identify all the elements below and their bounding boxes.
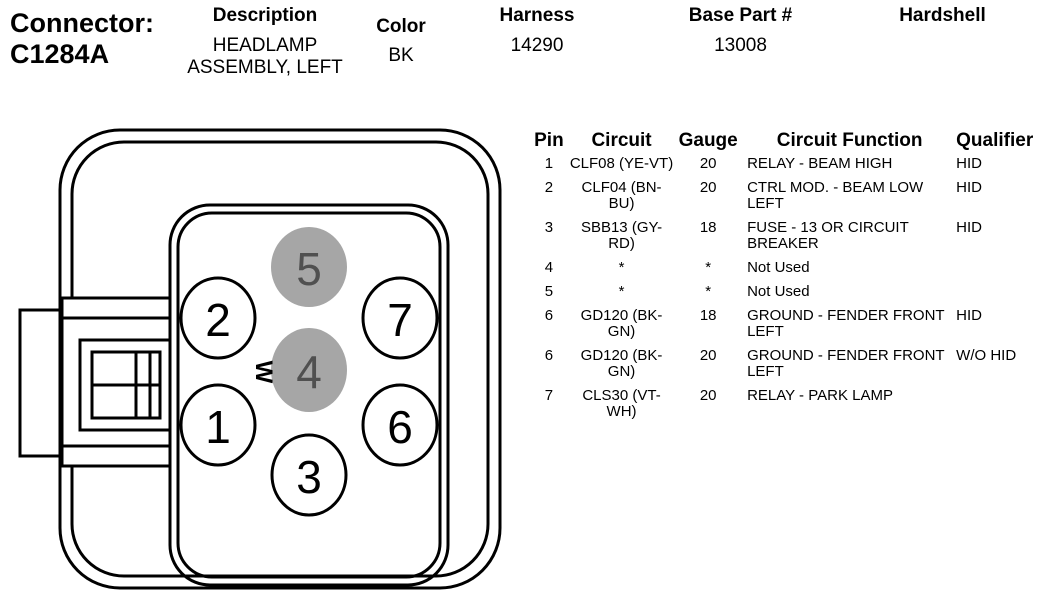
table-row: 7 CLS30 (VT-WH) 20 RELAY - PARK LAMP [528,388,1046,428]
cell-circuit: CLS30 (VT-WH) [582,387,661,420]
cell-qualifier: HID [956,179,982,196]
cell-pin: 6 [544,347,554,364]
cell-pin: 6 [544,307,554,324]
pin-6-label: 6 [387,401,413,453]
cell-pin: 1 [544,155,554,172]
connector-label: Connector: [10,8,154,38]
pin-3-label: 3 [296,451,322,503]
key-mark: W [250,361,277,384]
column-header-gauge: Gauge [678,130,738,151]
cell-qualifier: HID [956,155,982,172]
description-value: HEADLAMP ASSEMBLY, LEFT [187,35,343,78]
cell-gauge: 20 [699,179,717,196]
cell-circuit: * [618,259,625,276]
connector-face-diagram: 5 4 2 7 1 6 3 W [18,128,502,590]
connector-title: Connector: C1284A [10,8,154,70]
connector-housing [18,128,502,590]
cell-qualifier [956,260,1046,284]
pin-5-cavity: 5 [271,227,347,307]
cell-circuit: CLF08 (YE-VT) [569,155,674,172]
cell-pin: 3 [544,219,554,236]
cell-circuit: GD120 (BK-GN) [580,307,663,340]
cell-qualifier [956,284,1046,308]
base-part-header: Base Part # [688,5,793,26]
cell-circuit: SBB13 (GY-RD) [580,219,663,252]
table-row: 6 GD120 (BK-GN) 20 GROUND - FENDER FRONT… [528,348,1046,388]
cell-pin: 7 [544,387,554,404]
table-row: 5 * * Not Used [528,284,1046,308]
cell-function: FUSE - 13 OR CIRCUIT BREAKER [747,219,909,252]
pin-3-cavity: 3 [270,433,348,517]
cell-function: CTRL MOD. - BEAM LOW LEFT [747,179,924,212]
cell-function: RELAY - PARK LAMP [747,387,893,404]
pin-4-label: 4 [296,346,322,398]
cell-pin: 2 [544,179,554,196]
pinout-table: Pin Circuit Gauge Circuit Function Quali… [528,130,1046,428]
cell-pin: 5 [544,283,554,300]
cell-pin: 4 [544,259,554,276]
cell-qualifier [956,388,1046,428]
cell-function: GROUND - FENDER FRONT LEFT [747,307,945,340]
cell-gauge: 20 [699,347,717,364]
hardshell-header: Hardshell [899,5,986,26]
cell-function: Not Used [747,283,810,300]
cell-circuit: * [618,283,625,300]
cell-gauge: 20 [699,155,717,172]
pin-1-cavity: 1 [179,383,257,467]
column-header-circuit-function: Circuit Function [776,130,923,151]
cell-gauge: 18 [699,219,717,236]
cell-gauge: 20 [699,387,717,404]
table-row: 4 * * Not Used [528,260,1046,284]
harness-value: 14290 [510,35,564,56]
table-row: 6 GD120 (BK-GN) 18 GROUND - FENDER FRONT… [528,308,1046,348]
pin-2-label: 2 [205,294,231,346]
pinout-table-header: Pin Circuit Gauge Circuit Function Quali… [528,130,1046,156]
description-header: Description [212,5,318,26]
color-header: Color [376,16,426,37]
table-row: 3 SBB13 (GY-RD) 18 FUSE - 13 OR CIRCUIT … [528,220,1046,260]
cell-function: Not Used [747,259,810,276]
color-value: BK [388,45,414,66]
cell-gauge: 18 [699,307,717,324]
cell-function: RELAY - BEAM HIGH [747,155,893,172]
cell-gauge: * [705,259,712,276]
cell-qualifier: W/O HID [956,347,1017,364]
pin-4-cavity: 4 [271,328,347,412]
column-header-pin: Pin [534,130,564,151]
connector-id: C1284A [10,39,110,69]
pin-6-cavity: 6 [361,383,439,467]
pin-1-label: 1 [205,401,231,453]
cell-circuit: GD120 (BK-GN) [580,347,663,380]
pin-2-cavity: 2 [179,276,257,360]
cell-qualifier: HID [956,219,982,236]
column-header-qualifier: Qualifier [956,130,1034,151]
table-row: 2 CLF04 (BN-BU) 20 CTRL MOD. - BEAM LOW … [528,180,1046,220]
pin-5-label: 5 [296,243,322,295]
pin-7-cavity: 7 [361,276,439,360]
cell-function: GROUND - FENDER FRONT LEFT [747,347,945,380]
base-part-value: 13008 [714,35,767,56]
cell-circuit: CLF04 (BN-BU) [581,179,662,212]
cell-gauge: * [705,283,712,300]
cell-qualifier: HID [956,307,982,324]
column-header-circuit: Circuit [591,130,652,151]
harness-header: Harness [499,5,575,26]
pin-7-label: 7 [387,294,413,346]
table-row: 1 CLF08 (YE-VT) 20 RELAY - BEAM HIGH HID [528,156,1046,180]
